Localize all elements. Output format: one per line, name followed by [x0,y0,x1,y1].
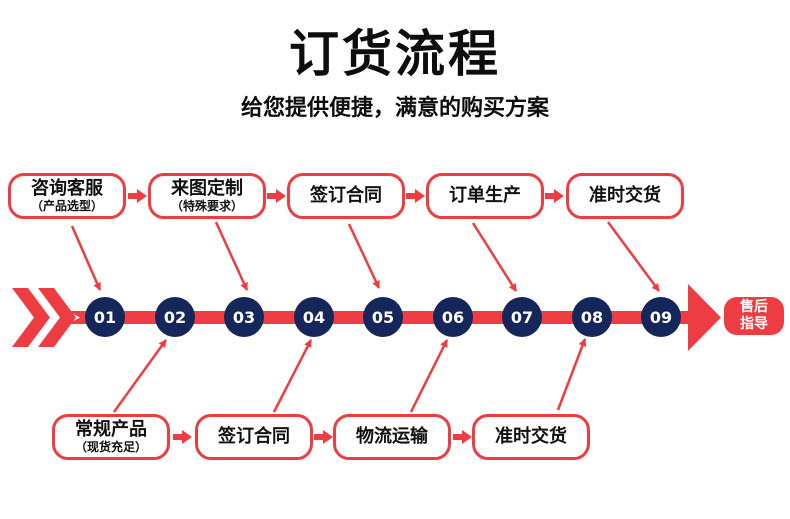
page-title: 订货流程 [289,25,501,83]
after-sales-label-line2: 指导 [740,316,768,332]
connector-arrow [409,339,449,413]
step-circle-02: 02 [155,297,195,337]
process-box-label: 签订合同 [218,426,290,447]
arrowhead-right-icon [688,284,721,351]
arrow-right-icon [173,430,192,444]
process-box-regular-product: 常规产品 （现货充足） [52,414,170,460]
chevron-left-icon [38,288,76,347]
connector-arrow [347,223,381,289]
arrow-right-icon [453,430,472,444]
chevron-left-icon [12,288,50,347]
arrow-right-icon [314,430,333,444]
step-circle-03: 03 [224,297,264,337]
arrow-right-icon [128,189,147,203]
process-box-sublabel: （产品选型） [30,199,103,213]
process-box-ontime-delivery-bottom: 准时交货 [472,414,590,460]
process-box-logistics: 物流运输 [333,414,451,460]
process-box-label: 物流运输 [356,426,428,447]
process-box-label: 来图定制 [171,178,243,199]
process-box-sign-contract-top: 签订合同 [287,173,405,219]
connector-arrow [214,221,249,291]
step-circle-09: 09 [641,297,681,337]
after-sales-badge: 售后 指导 [724,297,784,335]
page-subtitle: 给您提供便捷，满意的购买方案 [240,96,549,121]
process-box-label: 准时交货 [589,185,661,206]
connector-arrow [272,339,313,413]
step-circle-01: 01 [85,297,125,337]
connector-arrow [112,339,168,413]
process-box-sublabel: （现货充足） [74,440,147,454]
step-circle-08: 08 [572,297,612,337]
process-box-label: 常规产品 [75,419,147,440]
connector-arrow [556,338,587,411]
process-box-label: 咨询客服 [31,178,103,199]
step-circle-05: 05 [363,297,403,337]
arrow-right-icon [545,189,564,203]
connector-arrow [471,222,518,292]
connector-arrow [70,225,102,291]
process-box-ontime-delivery-top: 准时交货 [566,173,684,219]
process-box-consult: 咨询客服 （产品选型） [8,173,126,219]
after-sales-label-line1: 售后 [740,299,768,315]
connector-arrow [606,221,661,292]
arrow-right-icon [267,189,286,203]
process-box-sublabel: （特殊要求） [170,199,243,213]
process-box-label: 订单生产 [449,185,521,206]
step-circle-04: 04 [294,297,334,337]
process-box-custom-design: 来图定制 （特殊要求） [148,173,266,219]
step-circle-07: 07 [502,297,542,337]
process-box-order-production: 订单生产 [426,173,544,219]
process-box-sign-contract-bottom: 签订合同 [195,414,313,460]
step-circle-06: 06 [433,297,473,337]
arrow-right-icon [406,189,425,203]
process-box-label: 准时交货 [495,426,567,447]
process-box-label: 签订合同 [310,185,382,206]
